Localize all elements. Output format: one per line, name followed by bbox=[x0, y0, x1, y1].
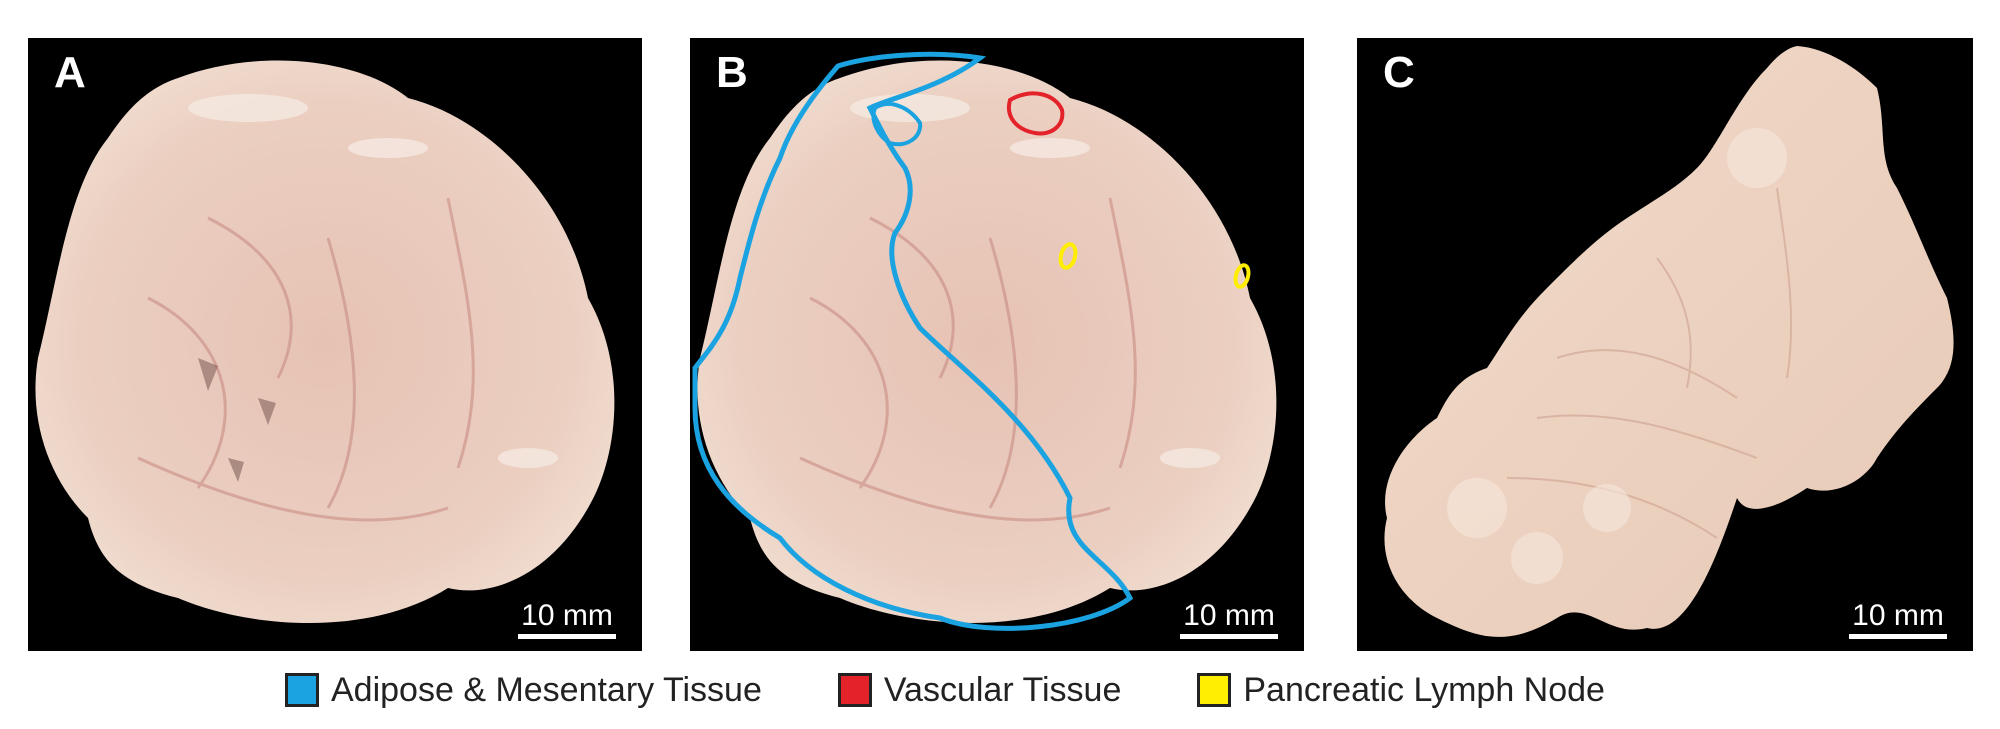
legend-swatch-yellow bbox=[1197, 673, 1232, 707]
scale-bar-label: 10 mm bbox=[521, 599, 613, 632]
legend-swatch-blue bbox=[285, 673, 319, 707]
lymph-node-outline bbox=[1233, 263, 1251, 289]
tissue-specimen-photo bbox=[35, 60, 615, 624]
panel-label: A bbox=[54, 48, 86, 97]
legend-item-adipose: Adipose & Mesentary Tissue bbox=[285, 671, 762, 710]
legend-label: Adipose & Mesentary Tissue bbox=[331, 670, 762, 709]
legend-item-vascular: Vascular Tissue bbox=[837, 670, 1122, 710]
scale-bar-line bbox=[1849, 634, 1947, 639]
scale-bar-line bbox=[518, 634, 616, 639]
legend-swatch-red bbox=[837, 673, 872, 707]
figure-legend: Adipose & Mesentary Tissue Vascular Tiss… bbox=[285, 668, 1681, 712]
vascular-region-outline bbox=[1006, 91, 1065, 136]
photo-panel-a: A 10 mm bbox=[28, 38, 642, 651]
annotated-tissue-specimen-photo bbox=[692, 51, 1277, 631]
panel-label: C bbox=[1383, 48, 1415, 97]
legend-item-lymph-node: Pancreatic Lymph Node bbox=[1197, 671, 1605, 710]
scale-bar: 10 mm bbox=[1180, 600, 1278, 639]
trimmed-tissue-specimen-photo bbox=[1384, 46, 1954, 637]
scale-bar-label: 10 mm bbox=[1183, 599, 1275, 632]
panel-label: B bbox=[716, 48, 748, 97]
legend-label: Pancreatic Lymph Node bbox=[1243, 670, 1605, 709]
scale-bar: 10 mm bbox=[518, 600, 616, 639]
scale-bar: 10 mm bbox=[1849, 600, 1947, 639]
photo-panel-c: C 10 mm bbox=[1357, 38, 1973, 651]
scale-bar-line bbox=[1180, 634, 1278, 639]
lymph-node-outline bbox=[1058, 242, 1078, 270]
photo-panel-b: B 10 mm bbox=[690, 38, 1304, 651]
legend-label: Vascular Tissue bbox=[883, 670, 1122, 709]
scale-bar-label: 10 mm bbox=[1852, 599, 1944, 632]
